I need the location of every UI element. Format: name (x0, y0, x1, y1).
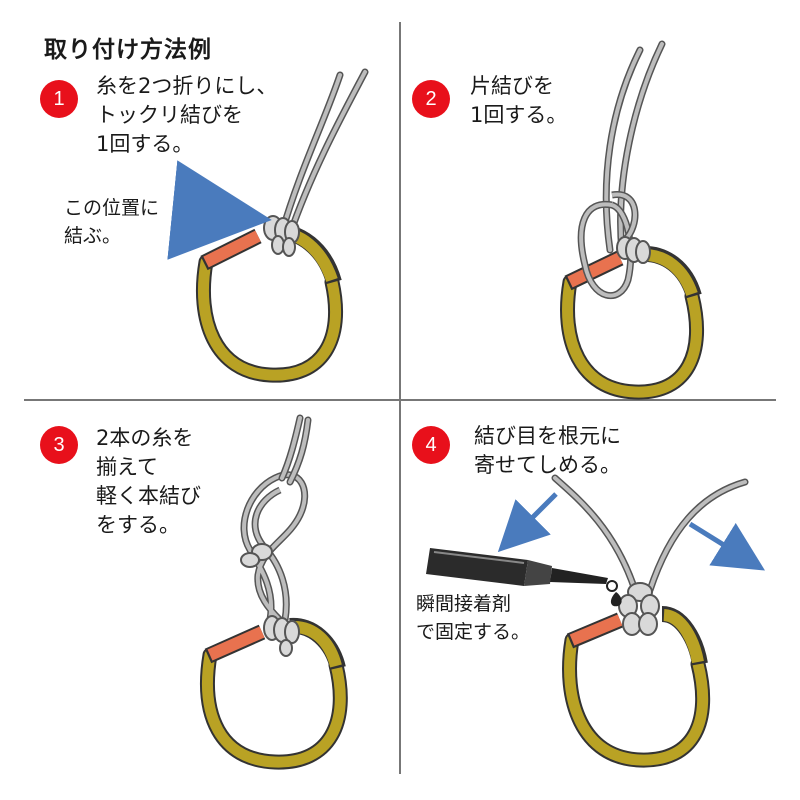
step-4-knot (618, 582, 660, 636)
step-2-text: 片結びを 1回する。 (470, 74, 568, 127)
step-4-line (551, 474, 749, 594)
step-2-ring (560, 245, 705, 400)
step-3-badge: 3 (40, 426, 78, 464)
step-2-badge: 2 (412, 80, 450, 118)
step-2-line (577, 40, 666, 300)
step-3-line (240, 414, 312, 623)
step-1-line (278, 68, 369, 238)
step-4-badge: 4 (412, 426, 450, 464)
step-3-text: 2本の糸を 揃えて 軽く本結び をする。 (96, 426, 201, 537)
step-4-ring (562, 606, 711, 768)
step-1-text: 糸を2つ折りにし、 トックリ結びを 1回する。 (96, 74, 278, 156)
step-1-knot (263, 215, 300, 257)
horizontal-divider (24, 399, 776, 401)
step-3-ring (200, 617, 348, 770)
step-2-knot (616, 236, 651, 264)
step-4-text: 結び目を根元に 寄せてしめる。 (474, 424, 621, 477)
step-4-note: 瞬間接着剤 で固定する。 (416, 593, 531, 643)
page-title: 取り付け方法例 (44, 37, 212, 63)
step-1-arrow (167, 160, 272, 260)
vertical-divider (399, 22, 401, 774)
step-1-ring (196, 223, 343, 383)
glue-tube-icon (426, 548, 622, 607)
step-1-note: この位置に 結ぶ。 (64, 197, 160, 247)
step-1-badge: 1 (40, 80, 78, 118)
step-4-arrow-left (497, 492, 558, 553)
step-4-arrow-right (688, 521, 765, 571)
step-3-knot (240, 543, 300, 657)
